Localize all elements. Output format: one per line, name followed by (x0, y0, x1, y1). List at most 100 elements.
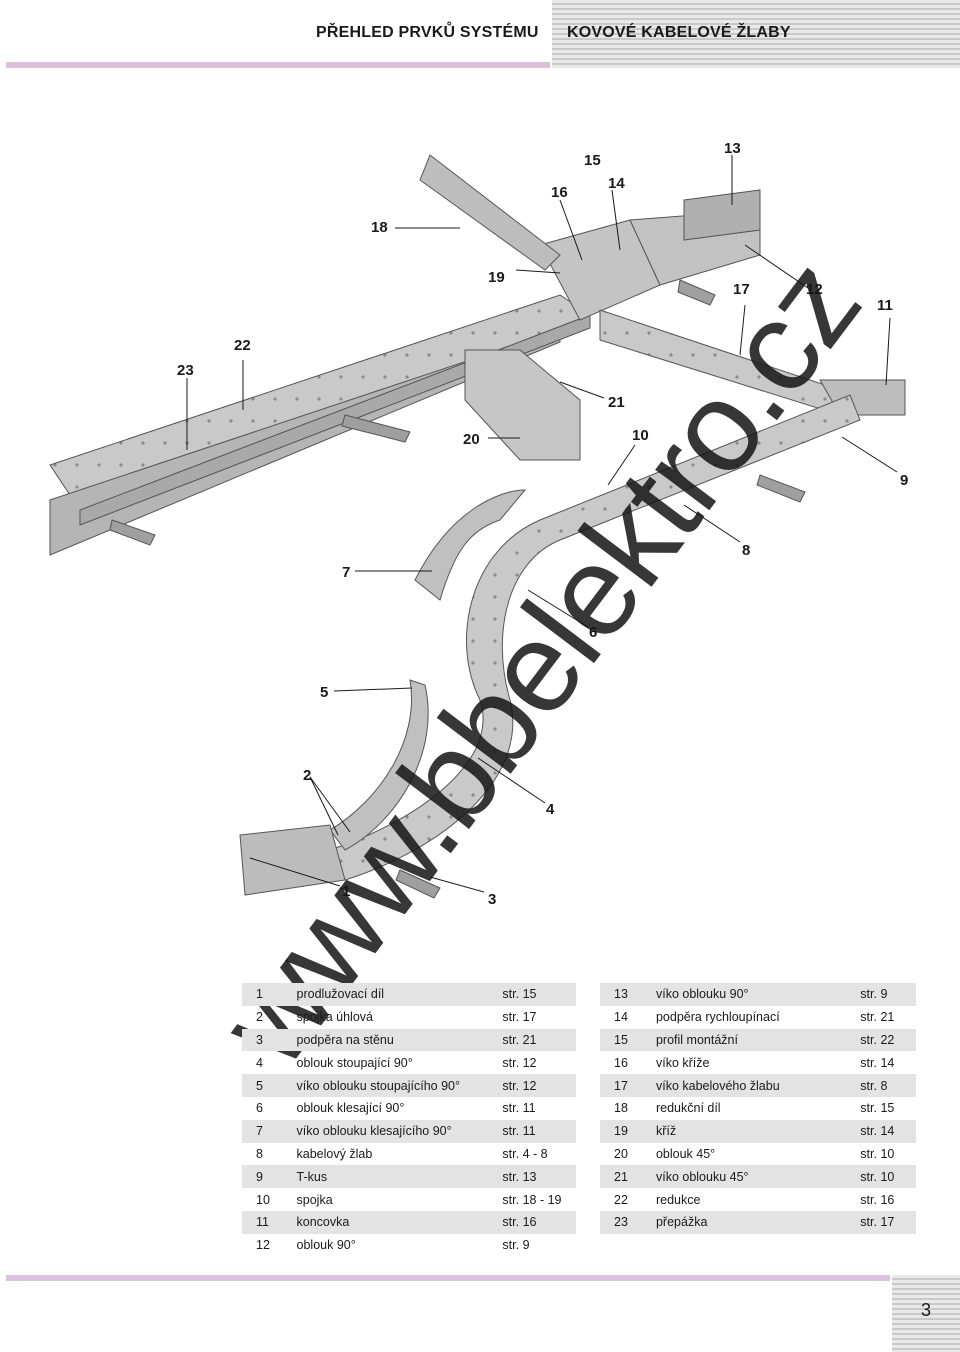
callout-numbers: 1 2 3 4 5 6 7 8 9 10 11 12 13 14 15 16 1… (177, 140, 908, 908)
part-name: redukční díl (655, 1101, 721, 1116)
part-number: 20 (614, 1146, 628, 1161)
part-page-ref: str. 13 (502, 1165, 576, 1189)
part-name: víko oblouku 45° (655, 1165, 861, 1189)
part-name: koncovka (296, 1210, 503, 1234)
part-page-ref: str. 15 (502, 983, 576, 1006)
part-name: prodlužovací díl (296, 983, 503, 1006)
part-page-ref: str. 9 (502, 1238, 530, 1253)
part-number: 10 (256, 1192, 270, 1207)
parts-row: 10 spojka str. 18 - 19 (242, 1188, 576, 1211)
part-page-ref: str. 17 (860, 1210, 916, 1234)
tray-main-run (49, 294, 592, 556)
part-number: 19 (600, 1119, 656, 1143)
header-divider (6, 62, 550, 68)
callout-10: 10 (632, 427, 649, 444)
part-page-ref: str. 14 (860, 1119, 916, 1143)
part-number: 13 (600, 983, 656, 1006)
callout-16: 16 (551, 184, 568, 201)
callout-11: 11 (877, 297, 893, 314)
part-name: spojka úhlová (296, 1010, 373, 1025)
callout-23: 23 (177, 362, 194, 379)
part-name: oblouk 45° (655, 1146, 716, 1161)
part-name: oblouk stoupající 90° (296, 1055, 413, 1070)
part-name: víko oblouku stoupajícího 90° (296, 1074, 503, 1097)
part-name: podpěra na stěnu (296, 1028, 503, 1052)
part-page-ref: str. 16 (502, 1210, 576, 1234)
part-name: víko kabelového žlabu (655, 1074, 861, 1097)
callout-21: 21 (608, 394, 625, 411)
part-page-ref: str. 8 (860, 1074, 916, 1097)
wall-supports (109, 279, 806, 899)
section-title: PŘEHLED PRVKŮ SYSTÉMU (316, 24, 539, 41)
part-name: oblouk 90° (296, 1238, 356, 1253)
footer-stripes (892, 1275, 960, 1352)
part-number: 1 (242, 983, 297, 1006)
part-number: 8 (256, 1146, 263, 1161)
part-number: 5 (242, 1074, 297, 1097)
header-right-stripes: KOVOVÉ KABELOVÉ ŽLABY (552, 0, 960, 68)
footer-divider (6, 1275, 890, 1281)
callout-17: 17 (733, 281, 750, 298)
part-page-ref: str. 10 (860, 1146, 895, 1161)
part-number: 3 (242, 1028, 297, 1052)
parts-row: 12 oblouk 90° str. 9 (242, 1234, 576, 1257)
callout-7: 7 (342, 564, 350, 581)
tray-curved-run (239, 394, 861, 896)
parts-row: 4 oblouk stoupající 90° str. 12 (242, 1051, 576, 1074)
part-name: profil montážní (655, 1028, 861, 1052)
callout-22: 22 (234, 337, 251, 354)
part-number: 18 (614, 1101, 628, 1116)
callout-3: 3 (488, 891, 496, 908)
part-name: víko kříže (655, 1055, 710, 1070)
part-page-ref: str. 11 (502, 1119, 576, 1143)
part-name: kabelový žlab (296, 1146, 373, 1161)
callout-8: 8 (742, 542, 750, 559)
callout-1: 1 (342, 883, 350, 900)
part-page-ref: str. 18 - 19 (502, 1192, 562, 1207)
part-number: 16 (614, 1055, 628, 1070)
part-page-ref: str. 4 - 8 (502, 1146, 548, 1161)
page-number: 3 (920, 1300, 931, 1320)
part-number: 12 (256, 1238, 270, 1253)
part-name: kříž (655, 1119, 861, 1143)
tray-45-bend (464, 349, 581, 461)
part-name: oblouk klesající 90° (296, 1101, 405, 1116)
part-name: redukce (655, 1192, 701, 1207)
part-page-ref: str. 12 (502, 1055, 537, 1070)
part-page-ref: str. 10 (860, 1165, 916, 1189)
chapter-title: KOVOVÉ KABELOVÉ ŽLABY (567, 24, 791, 41)
part-name: spojka (296, 1192, 333, 1207)
part-number: 17 (600, 1074, 656, 1097)
part-number: 4 (256, 1055, 263, 1070)
callout-15: 15 (584, 152, 601, 169)
callout-14: 14 (608, 175, 625, 192)
callout-18: 18 (371, 219, 388, 236)
parts-row: 20 oblouk 45° str. 10 (600, 1143, 916, 1166)
header-left: PŘEHLED PRVKŮ SYSTÉMU (0, 0, 552, 68)
part-page-ref: str. 17 (502, 1010, 537, 1025)
part-name: přepážka (655, 1210, 861, 1234)
part-number: 15 (600, 1028, 656, 1052)
part-number: 11 (242, 1210, 297, 1234)
callout-20: 20 (463, 431, 480, 448)
part-number: 21 (600, 1165, 656, 1189)
callout-19: 19 (488, 269, 505, 286)
